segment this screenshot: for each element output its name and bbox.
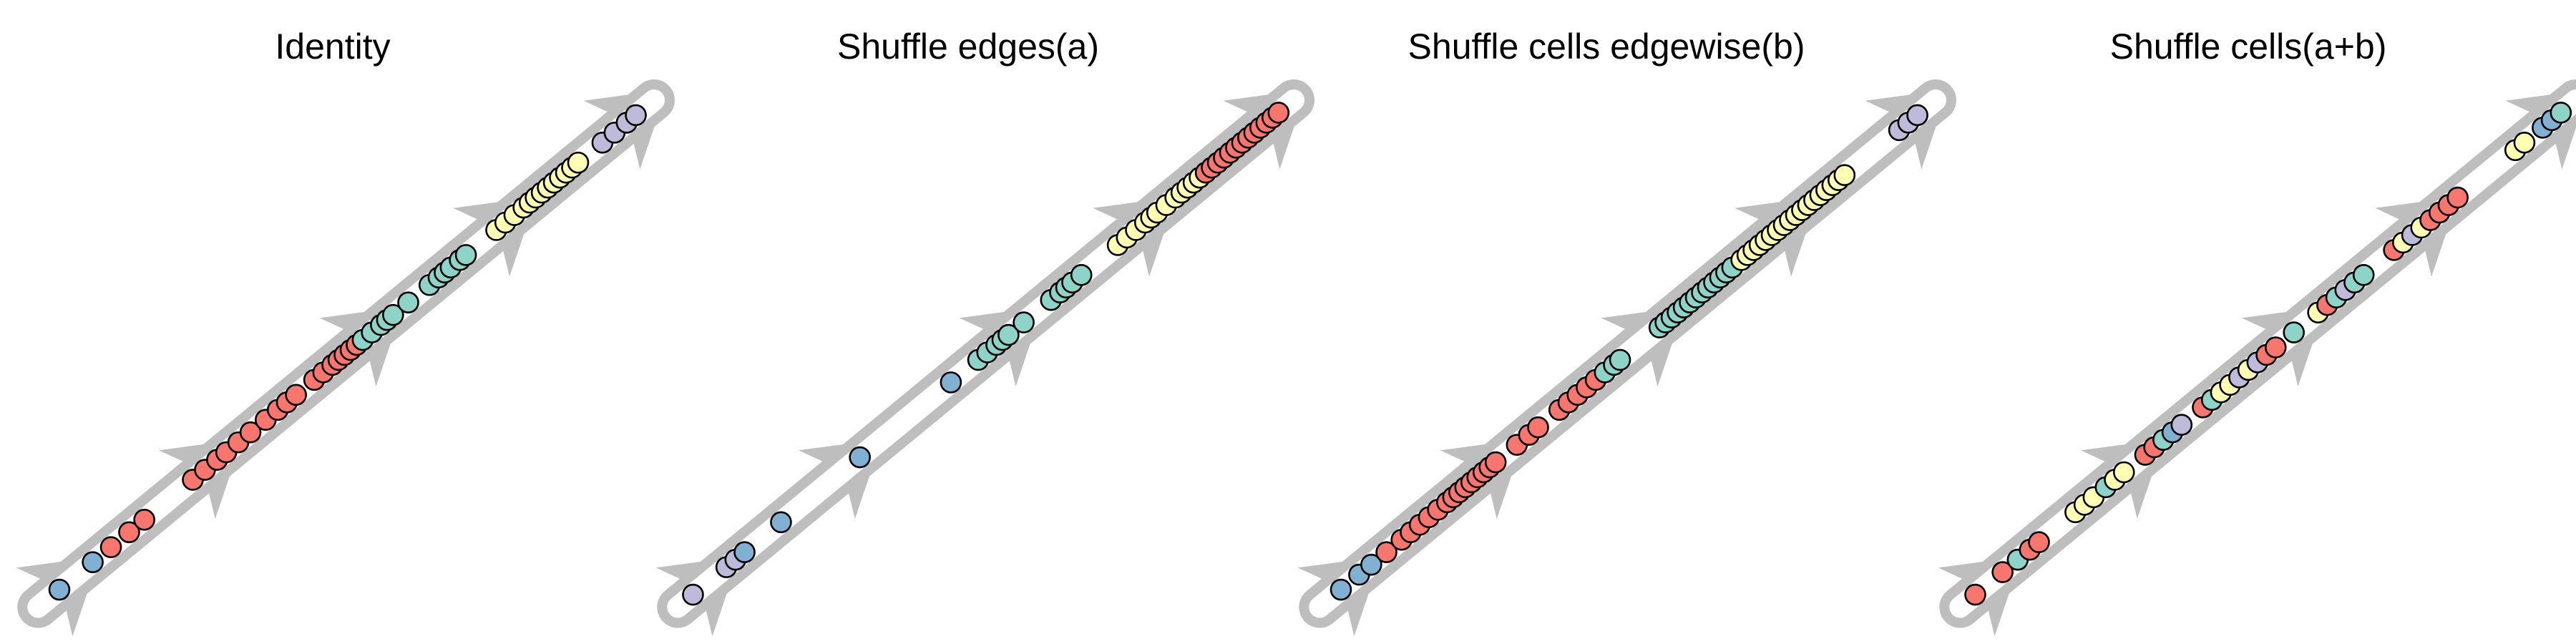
cell-point <box>454 244 477 266</box>
cell-point <box>1360 553 1382 576</box>
panel-title-shuffle-edges: Shuffle edges(a) <box>837 26 1099 67</box>
cell-point <box>82 551 104 573</box>
panel-title-identity: Identity <box>275 26 390 67</box>
cell-point <box>397 291 419 313</box>
cell-point <box>118 521 140 544</box>
cell-point <box>849 446 871 469</box>
cell-point <box>2112 461 2135 484</box>
cell-point <box>1991 561 2014 583</box>
cell-point <box>1375 541 1397 563</box>
cell-point <box>1906 104 1928 127</box>
panel-identity: Identity <box>16 26 675 637</box>
cell-point <box>770 511 792 534</box>
cell-point <box>1330 578 1352 601</box>
panel-shuffle-cells-edgewise: Shuffle cells edgewise(b) <box>1297 26 1956 637</box>
cell-point <box>1609 348 1631 371</box>
cell-point <box>1267 102 1290 124</box>
cell-point <box>2352 263 2375 286</box>
cell-point <box>2513 132 2536 154</box>
cell-point <box>625 104 647 127</box>
cell-point <box>99 536 122 559</box>
cell-point <box>567 151 590 174</box>
panel-title-shuffle-cells-edgewise: Shuffle cells edgewise(b) <box>1408 26 1805 67</box>
cell-point <box>48 578 71 601</box>
cell-point <box>2550 102 2572 124</box>
cell-point <box>285 384 307 406</box>
cell-point <box>1013 311 1035 333</box>
panel-shuffle-edges: Shuffle edges(a) <box>655 26 1314 637</box>
cell-point <box>1527 416 1549 439</box>
cell-point <box>682 583 704 606</box>
cell-point <box>733 541 756 563</box>
cell-point <box>2028 531 2050 554</box>
cell-point <box>2446 186 2469 209</box>
cell-point <box>1964 583 1986 606</box>
cell-point <box>2264 336 2287 358</box>
panel-shuffle-cells: Shuffle cells(a+b) <box>1938 26 2576 637</box>
cell-point <box>2283 321 2305 343</box>
cell-point <box>2170 414 2193 436</box>
cell-point <box>1070 263 1093 286</box>
panel-title-shuffle-cells: Shuffle cells(a+b) <box>2110 26 2387 67</box>
cell-point <box>239 421 262 444</box>
cell-point <box>1484 451 1507 474</box>
cell-point <box>997 323 1020 346</box>
cell-point <box>382 303 404 326</box>
cell-point <box>940 371 962 394</box>
cell-point <box>133 509 155 531</box>
cell-point <box>1833 164 1856 186</box>
